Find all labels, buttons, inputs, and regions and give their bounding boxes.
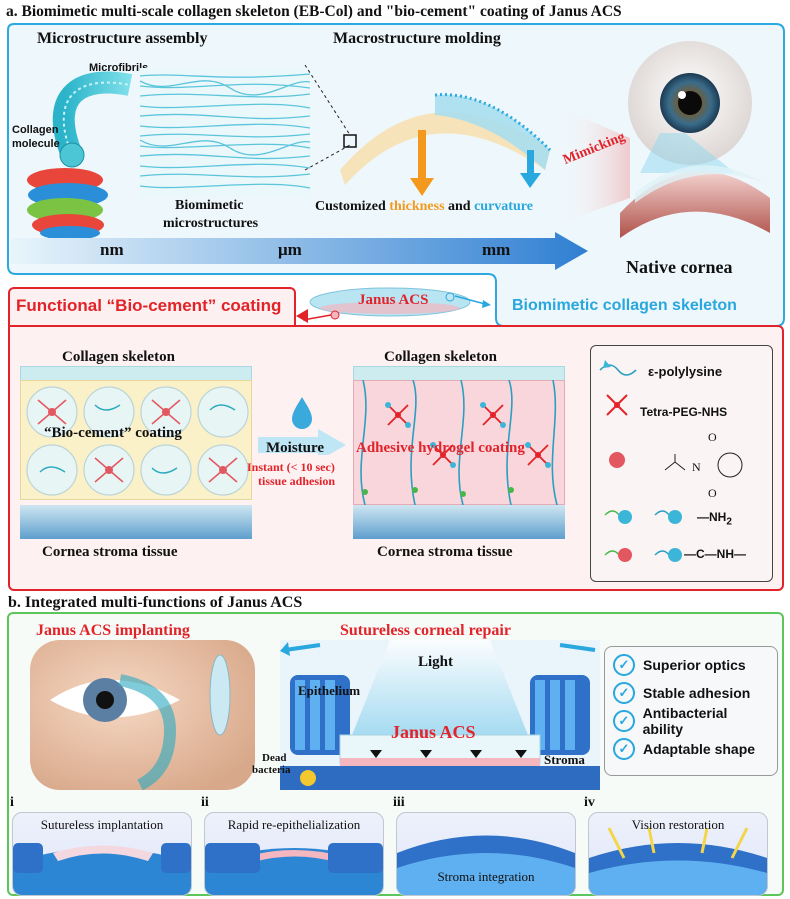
right-tissue-label: Cornea stroma tissue (377, 544, 513, 560)
subpanel-iv-label: Vision restoration (631, 817, 725, 832)
subpanel-iii-label: Stroma integration (437, 869, 535, 884)
subpanel-iv-graphic (589, 827, 767, 895)
subpanel-i-label: Sutureless implantation (40, 817, 164, 832)
legend-n: N (692, 460, 701, 474)
feature-label: Adaptable shape (643, 741, 756, 757)
customized-curvature: curvature (474, 199, 533, 214)
left-coating-bubbles (26, 386, 249, 496)
implanting-label: Janus ACS implanting (36, 622, 190, 639)
label-biomimetic: Biomimetic (175, 198, 244, 213)
feature-item: ✓ Adaptable shape (613, 735, 769, 763)
micro-heading: Microstructure assembly (37, 30, 208, 47)
left-tissue-layer (20, 505, 252, 539)
right-skeleton-label: Collagen skeleton (384, 349, 497, 365)
right-tissue-layer (353, 505, 565, 539)
feature-label: Antibacterial ability (642, 705, 728, 737)
sutureless-label: Sutureless corneal repair (340, 622, 511, 639)
right-coating-label: Adhesive hydrogel coating (356, 440, 525, 456)
customized-and: and (444, 199, 475, 214)
subpanel-i-graphic (13, 843, 191, 895)
roman-i: i (10, 795, 14, 810)
bacteria-label: bacteria (252, 764, 291, 776)
stroma-label: Stroma (544, 752, 585, 767)
instant-line1: Instant (< 10 sec) (247, 460, 335, 474)
left-skeleton-label: Collagen skeleton (62, 349, 175, 365)
sutureless-repair-illustration (280, 640, 600, 790)
epithelium-label: Epithelium (298, 683, 361, 698)
microstructure-fibers (140, 68, 310, 198)
customized-prefix: Customized (315, 199, 390, 214)
scale-mm: mm (482, 240, 511, 259)
subpanel-i: Sutureless implantation (12, 812, 192, 896)
subpanel-iii-graphic (397, 835, 575, 895)
light-label: Light (418, 654, 454, 670)
subpanel-ii-graphic (205, 843, 383, 895)
scale-arrow (10, 232, 588, 270)
legend-amide: —C—NH— (684, 547, 746, 561)
red-arrow-head (296, 309, 308, 323)
panel-a-title: a. Biomimetic multi-scale collagen skele… (6, 3, 622, 20)
feature-checklist: ✓ Superior optics ✓ Stable adhesion ✓ Antib… (604, 646, 778, 776)
feature-item: ✓ Superior optics (613, 651, 769, 679)
macrostructure-lens (340, 93, 552, 196)
instant-line2: tissue adhesion (258, 474, 336, 488)
dead-label: Dead (262, 752, 287, 764)
native-eye-illustration (560, 41, 770, 238)
skeleton-label: Biomimetic collagen skeleton (512, 297, 737, 314)
legend-nh2-text: —NH (697, 510, 727, 524)
label-microfibrils: Microfibrils (89, 62, 149, 74)
check-circle-icon: ✓ (613, 738, 635, 760)
janus-acs-label-a: Janus ACS (358, 292, 429, 308)
zoom-lines (304, 64, 351, 171)
bio-cement-tab (8, 287, 296, 327)
legend-polylysine: ε-polylysine (648, 364, 723, 379)
janus-acs-label-b: Janus ACS (391, 722, 476, 742)
customized-thickness: thickness (389, 199, 445, 214)
check-circle-icon: ✓ (613, 710, 635, 732)
moisture-arrow (258, 397, 346, 455)
native-cornea-label: Native cornea (626, 257, 733, 277)
roman-iv: iv (584, 795, 595, 810)
bio-cement-title: Functional “Bio-cement” coating (16, 296, 282, 315)
feature-item: ✓ Antibacterial ability (613, 705, 769, 737)
janus-acs-pill (302, 287, 491, 321)
legend-o-bottom: O (708, 486, 717, 500)
legend-graphics (599, 360, 743, 562)
left-tissue-label: Cornea stroma tissue (42, 544, 178, 560)
moisture-label: Moisture (266, 440, 325, 456)
legend-nh2-sub: 2 (726, 516, 732, 528)
panel-b-title: b. Integrated multi-functions of Janus A… (8, 594, 303, 611)
check-circle-icon: ✓ (613, 654, 635, 676)
label-molecule: molecule (12, 138, 60, 150)
legend-peg: Tetra-PEG-NHS (640, 405, 728, 419)
customized-text: Customized thickness and curvature (315, 199, 533, 215)
label-collagen: Collagen (12, 124, 59, 136)
roman-iii: iii (393, 795, 405, 810)
feature-item: ✓ Stable adhesion (613, 679, 769, 707)
feature-label: Superior optics (643, 657, 746, 673)
subpanel-ii: Rapid re-epithelialization (204, 812, 384, 896)
scale-um: μm (278, 240, 302, 259)
collagen-molecule-illustration (27, 71, 133, 240)
roman-ii: ii (201, 795, 209, 810)
subpanel-iv: Vision restoration (588, 812, 768, 896)
legend-nh2: —NH2 (697, 510, 732, 527)
legend-o-top: O (708, 430, 717, 444)
scale-nm: nm (100, 240, 124, 259)
macro-heading: Macrostructure molding (333, 30, 501, 47)
right-hydrogel-network (360, 380, 558, 505)
check-circle-icon: ✓ (613, 682, 635, 704)
subpanel-ii-label: Rapid re-epithelialization (227, 817, 361, 832)
left-coating-label: “Bio-cement” coating (44, 425, 182, 441)
feature-label: Stable adhesion (643, 685, 751, 701)
eye-implanting-illustration (30, 640, 255, 790)
label-microstructures: microstructures (163, 216, 259, 231)
subpanel-iii: Stroma integration (396, 812, 576, 896)
